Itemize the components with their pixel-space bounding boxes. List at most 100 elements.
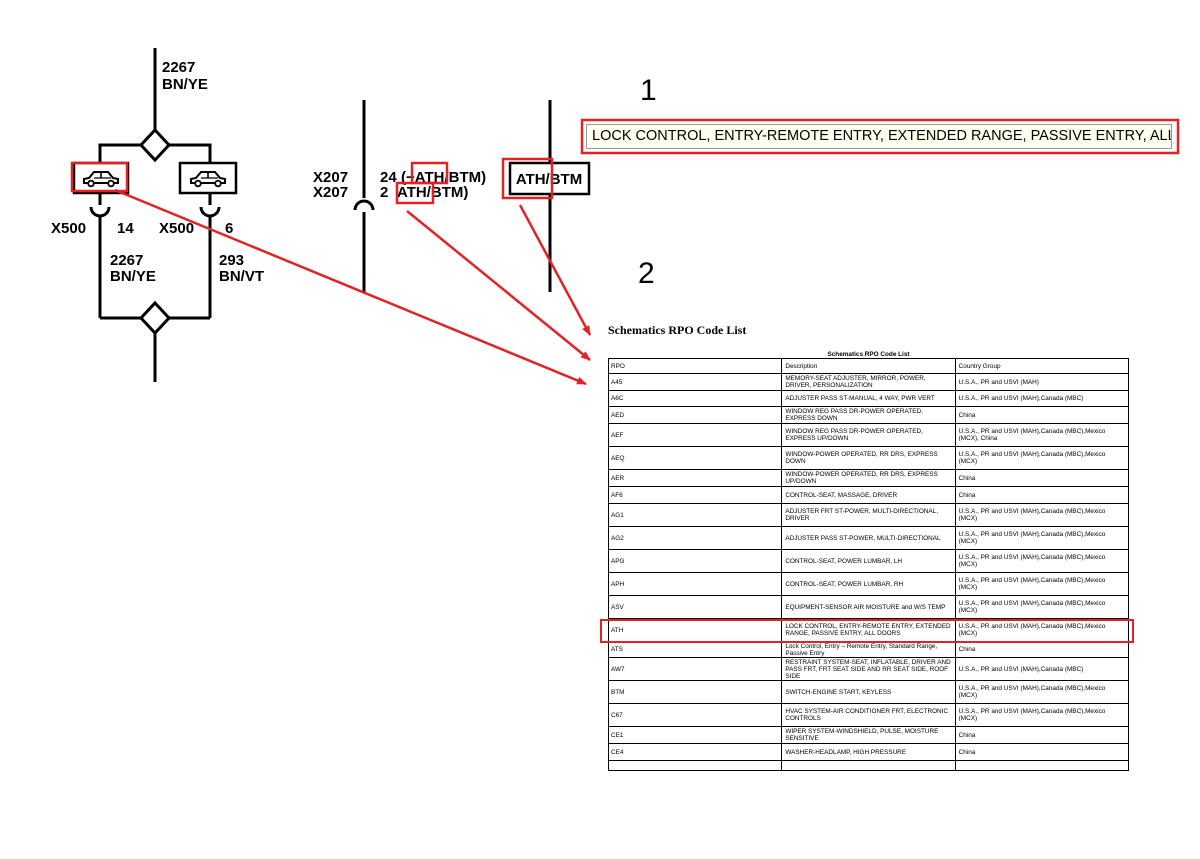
left-connector-id: X500 xyxy=(51,220,86,237)
description-cell: MEMORY-SEAT ADJUSTER, MIRROR, POWER, DRI… xyxy=(781,373,956,391)
rpo-code-cell: AG1 xyxy=(607,503,783,527)
country-group-cell: U.S.A., PR and USVI (MAH),Canada (MBC),M… xyxy=(954,423,1130,447)
left-connector-pin: 14 xyxy=(117,220,134,237)
description-cell: ADJUSTER PASS ST-MANUAL, 4 WAY, PWR VERT xyxy=(781,390,956,407)
description-cell: WIPER SYSTEM-WINDSHIELD, PULSE, MOISTURE… xyxy=(781,726,956,744)
document-heading: Schematics RPO Code List xyxy=(608,323,747,337)
description-cell: SWITCH-ENGINE START, KEYLESS xyxy=(781,680,956,704)
country-group-cell: U.S.A., PR and USVI (MAH) xyxy=(954,373,1130,391)
rpo-code-cell: APG xyxy=(607,549,783,573)
arrow-car xyxy=(114,188,587,386)
rpo-code-cell: CE1 xyxy=(607,726,783,744)
rpo-code-cell: CE4 xyxy=(607,743,783,761)
table-caption-row: Schematics RPO Code List xyxy=(609,350,1129,359)
rpo-code-cell: AED xyxy=(607,406,783,424)
rpo-table-body: Schematics RPO Code List RPO Description… xyxy=(607,350,1130,771)
country-group-cell: U.S.A., PR and USVI (MAH),Canada (MBC),M… xyxy=(954,595,1130,619)
country-group-cell: China xyxy=(954,469,1130,487)
right-wire-number: 293 xyxy=(219,252,244,269)
rpo-code-table: Schematics RPO Code List RPO Description… xyxy=(607,350,1130,771)
country-group-cell: U.S.A., PR and USVI (MAH),Canada (MBC),M… xyxy=(954,703,1130,727)
option-box-right xyxy=(178,161,238,195)
country-group-cell xyxy=(954,760,1130,771)
highlight-ath-box xyxy=(501,157,554,200)
table-row xyxy=(607,760,1130,771)
rpo-code-cell: AW7 xyxy=(607,657,783,681)
table-header-row: RPO Description Country Group xyxy=(607,358,1130,374)
mid-connector-id-2: X207 xyxy=(313,184,348,201)
arrow-ath-text xyxy=(406,210,591,361)
description-cell: WINDOW-POWER OPERATED, RR DRS, EXPRESS D… xyxy=(781,446,956,470)
rpo-code-cell: AEF xyxy=(607,423,783,447)
country-group-cell: China xyxy=(954,486,1130,504)
option-box-label: ATH/BTM xyxy=(516,171,582,188)
mid-pin-2: 2 xyxy=(380,184,388,201)
right-wire-color: BN/VT xyxy=(219,268,264,285)
country-group-cell: U.S.A., PR and USVI (MAH),Canada (MBC),M… xyxy=(954,572,1130,596)
mid-pin-1: 24 xyxy=(380,169,397,186)
country-group-cell: China xyxy=(954,406,1130,424)
description-cell: CONTROL-SEAT, POWER LUMBAR, RH xyxy=(781,572,956,596)
description-cell: EQUIPMENT-SENSOR AIR MOISTURE and W/S TE… xyxy=(781,595,956,619)
highlight-ath-text-2 xyxy=(395,181,435,205)
description-cell: CONTROL-SEAT, MASSAGE, DRIVER xyxy=(781,486,956,504)
rpo-code-cell: ATS xyxy=(607,641,783,658)
country-group-cell: U.S.A., PR and USVI (MAH),Canada (MBC),M… xyxy=(954,446,1130,470)
rpo-tooltip: LOCK CONTROL, ENTRY-REMOTE ENTRY, EXTEND… xyxy=(586,124,1172,149)
country-group-cell: U.S.A., PR and USVI (MAH),Canada (MBC),M… xyxy=(954,526,1130,550)
country-group-cell: U.S.A., PR and USVI (MAH),Canada (MBC),M… xyxy=(954,549,1130,573)
highlight-boxes xyxy=(70,118,1180,205)
table-caption: Schematics RPO Code List xyxy=(827,350,910,358)
description-cell: WINDOW-POWER OPERATED, RR DRS, EXPRESS U… xyxy=(781,469,956,487)
left-wire-color: BN/YE xyxy=(110,268,156,285)
description-cell: CONTROL-SEAT, POWER LUMBAR, LH xyxy=(781,549,956,573)
description-cell: LOCK CONTROL, ENTRY-REMOTE ENTRY, EXTEND… xyxy=(781,618,956,642)
description-cell: ADJUSTER PASS ST-POWER, MULTI-DIRECTIONA… xyxy=(781,526,956,550)
callout-number-1: 1 xyxy=(640,74,657,107)
rpo-code-cell xyxy=(607,760,783,771)
country-group-cell: China xyxy=(954,641,1130,658)
description-cell: ADJUSTER FRT ST-POWER, MULTI-DIRECTIONAL… xyxy=(781,503,956,527)
column-header-rpo: RPO xyxy=(607,358,783,374)
highlight-tooltip xyxy=(580,118,1180,155)
rpo-code-cell: A45 xyxy=(607,373,783,391)
description-cell: Lock Control, Entry – Remote Entry, Stan… xyxy=(781,641,956,658)
rpo-code-cell: BTM xyxy=(607,680,783,704)
rpo-code-cell: APH xyxy=(607,572,783,596)
description-cell xyxy=(781,760,956,771)
rpo-code-cell: A6C xyxy=(607,390,783,407)
highlight-car-box xyxy=(70,161,129,193)
callout-arrows xyxy=(114,188,592,386)
country-group-cell: U.S.A., PR and USVI (MAH),Canada (MBC),M… xyxy=(954,618,1130,642)
country-group-cell: U.S.A., PR and USVI (MAH),Canada (MBC),M… xyxy=(954,503,1130,527)
top-wire-number: 2267 xyxy=(162,59,195,76)
description-cell: RESTRAINT SYSTEM-SEAT, INFLATABLE, DRIVE… xyxy=(781,657,956,681)
option-box-left xyxy=(72,161,130,195)
column-header-description: Description xyxy=(781,358,956,374)
option-box-ath-btm xyxy=(508,161,591,196)
right-connector-id: X500 xyxy=(159,220,194,237)
country-group-cell: U.S.A., PR and USVI (MAH),Canada (MBC) xyxy=(954,390,1130,407)
description-cell: WINDOW REG PASS DR-POWER OPERATED, EXPRE… xyxy=(781,423,956,447)
middle-wire xyxy=(353,100,375,292)
rpo-code-cell: ASV xyxy=(607,595,783,619)
